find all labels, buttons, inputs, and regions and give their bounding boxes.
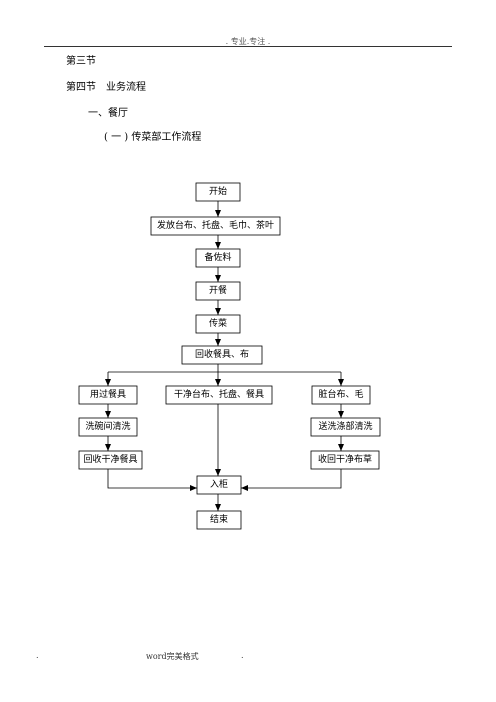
- heading-section-3: 第三节: [66, 56, 96, 67]
- label-dirty-cloth: 脏台布、毛: [318, 388, 363, 400]
- page-header: . 专业.专注 .: [225, 37, 271, 46]
- footer-right: .: [241, 651, 244, 660]
- label-laundry: 送洗涤部清洗: [318, 420, 372, 432]
- box-collect-clean: [78, 450, 143, 470]
- box-collect-cloth: [310, 450, 380, 470]
- box-laundry: [310, 417, 381, 437]
- box-collect: [181, 345, 263, 365]
- heading-section-4: 第四节 业务流程: [66, 82, 146, 93]
- footer-left: .: [36, 651, 39, 660]
- label-dish-wash: 洗碗间清洗: [85, 420, 130, 432]
- box-end: [196, 510, 242, 530]
- heading-restaurant: 一、餐厅: [88, 108, 128, 119]
- heading-serving-dept: ( 一 ) 传菜部工作流程: [104, 132, 202, 143]
- label-used: 用过餐具: [90, 388, 126, 400]
- label-start: 开始: [209, 185, 227, 197]
- arrow-collect-clean-store: [107, 469, 197, 491]
- label-end: 结束: [210, 513, 228, 525]
- label-open: 开餐: [209, 284, 227, 296]
- box-clean-supplies: [165, 385, 273, 405]
- label-distribute: 发放台布、托盘、毛巾、茶叶: [157, 219, 274, 231]
- header-rule: [44, 46, 452, 47]
- label-serve: 传菜: [209, 317, 227, 329]
- label-collect-clean: 回收干净餐具: [83, 453, 137, 465]
- label-store: 入柜: [210, 478, 228, 490]
- label-collect: 回收餐具、布: [195, 348, 249, 360]
- arrow-collect-cloth-store: [241, 469, 342, 491]
- label-collect-cloth: 收回干净布草: [318, 453, 372, 465]
- footer-center: word完美格式: [146, 652, 199, 661]
- box-distribute: [150, 216, 281, 236]
- label-prepare: 备佐料: [204, 251, 231, 263]
- label-clean-supplies: 干净台布、托盘、餐具: [174, 388, 264, 400]
